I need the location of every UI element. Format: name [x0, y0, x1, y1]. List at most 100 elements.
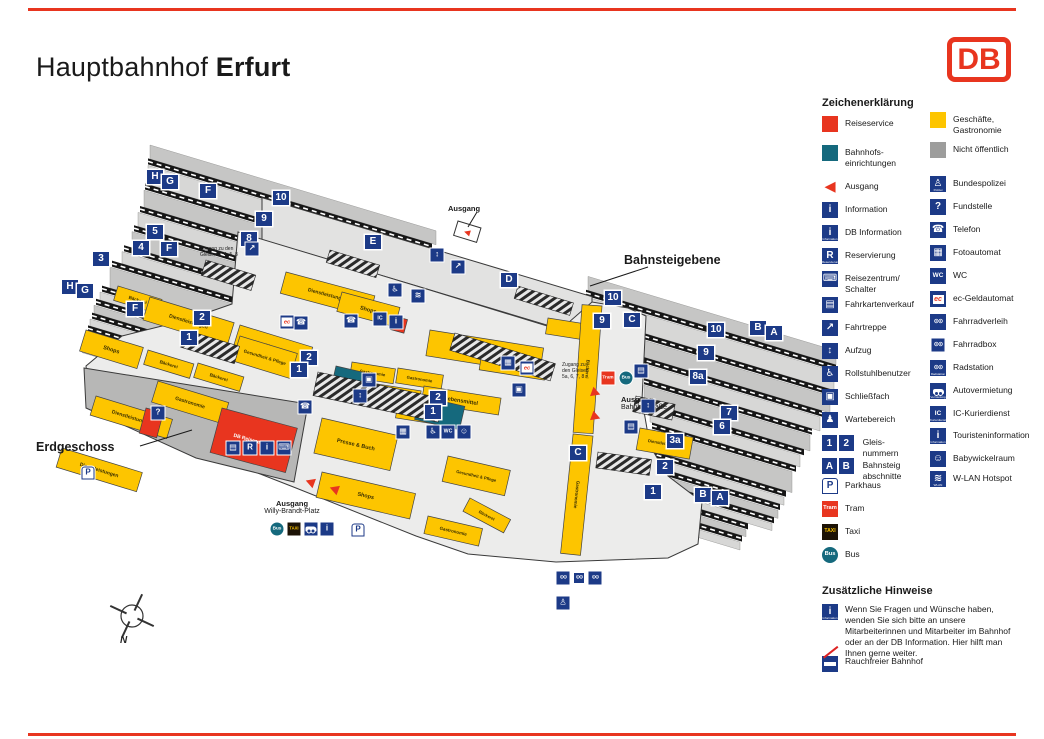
nicht-oeffentlich-icon	[930, 142, 946, 158]
building-b-ckerei	[462, 497, 512, 534]
platform-badge-10: 10	[273, 191, 289, 205]
platform-badge-4: 4	[133, 241, 149, 255]
legend-item-babywickelraum: ☺ Babywickelraum	[930, 451, 1044, 467]
platform-badge-1: 1	[645, 485, 661, 499]
platform-badge-E: E	[365, 235, 381, 249]
platform-badge-F: F	[200, 184, 216, 198]
stairs-hatch	[325, 249, 381, 279]
platform-badge-1: 1	[425, 405, 441, 419]
platform-badge-F: F	[127, 302, 143, 316]
platform-badge-3: 3	[93, 252, 109, 266]
legend-label-fahrkartenverkauf: Fahrkartenverkauf	[845, 299, 914, 309]
building-gesundheit-pflege	[441, 455, 511, 497]
autovermietung-icon	[304, 522, 318, 536]
platform-badge-C: C	[624, 313, 640, 327]
track-dashes	[637, 478, 775, 521]
information-icon: i	[389, 315, 403, 329]
information-icon: i	[260, 441, 274, 455]
platform-badge-C: C	[570, 446, 586, 460]
legend-label-geschaefte-gastronomie: Geschäfte, Gastronomie	[953, 114, 1002, 135]
legend-label-babywickelraum: Babywickelraum	[953, 453, 1015, 463]
title-bold: Erfurt	[215, 52, 291, 82]
legend-label-ic-kurierdienst: IC-Kurierdienst	[953, 408, 1010, 418]
stairs-hatch	[595, 451, 652, 476]
reservierung-icon: R	[243, 441, 257, 455]
platform-badge-8a: 8a	[690, 370, 706, 384]
building-presse-buch	[313, 417, 399, 472]
wlan-hotspot-icon: ≋	[411, 289, 425, 303]
legend-item-fahrkartenverkauf: ▤Fahrkartenverkauf	[822, 297, 929, 313]
bus-icon: Bus	[270, 522, 284, 536]
legend-label-reiseservice: Reiseservice	[845, 118, 894, 128]
legend-label-information: Information	[845, 204, 888, 214]
legend-label-taxi: Taxi	[845, 526, 861, 536]
leader-line	[139, 429, 193, 447]
fahrtreppe-icon: ↗	[451, 260, 465, 274]
legend-label-reservierung: Reservierung	[845, 250, 896, 260]
legend-item-ausgang: ◀Ausgang	[822, 179, 929, 195]
fahrkartenverkauf-icon: ▤	[634, 364, 648, 378]
legend-item-schliessfach: ▣Schließfach	[822, 389, 929, 405]
legend-item-bahnhofseinrichtungen: Bahnhofs- einrichtungen	[822, 145, 929, 168]
schliessfach-icon: ▣	[822, 389, 838, 405]
legend-item-reisezentrum-schalter: ⌨Reisezentrum/ Schalter	[822, 271, 929, 294]
note-text-db-information-hinweis: Wenn Sie Fragen und Wünsche haben, wende…	[845, 604, 1011, 659]
building-label: Shops	[102, 345, 120, 356]
platform-badge-5: 5	[147, 225, 163, 239]
fahrradbox-icon: ⊙⊙	[930, 337, 946, 353]
platform-badge-F: F	[161, 242, 177, 256]
fotoautomat-icon: ▦	[396, 425, 410, 439]
platform-badge-1: 1	[181, 331, 197, 345]
platform-badge-H: H	[147, 170, 163, 184]
legend-label-wc: WC	[953, 270, 968, 280]
platform-badge-A: A	[766, 326, 782, 340]
platform-badge-B: B	[695, 488, 711, 502]
legend-item-fahrradverleih: ⊙⊙Fahrradverleih	[930, 314, 1044, 330]
babywickelraum-icon: ☺	[930, 451, 946, 467]
exit-arrow-icon: ◀	[463, 227, 472, 238]
building-label: Bäckerei	[159, 359, 178, 369]
track-dashes	[133, 227, 331, 288]
building-label: Shops	[359, 305, 377, 315]
bahnsteigebene-label: Bahnsteigebene	[624, 253, 721, 267]
track-band	[638, 355, 822, 417]
ic-kurierdienst-icon: IC	[373, 312, 387, 326]
fahrtreppe-icon: ↗	[245, 242, 259, 256]
track-dashes	[651, 424, 797, 470]
building-gastronomie	[560, 433, 594, 556]
bus-icon: Bus	[619, 371, 633, 385]
legend-label-fundstelle: Fundstelle	[953, 201, 993, 211]
legend-label-bundespolizei: Bundespolizei	[953, 178, 1006, 188]
track-band	[644, 463, 780, 510]
building-b-ckerei	[193, 362, 245, 392]
parkhaus-icon: P	[822, 478, 838, 494]
title-regular: Hauptbahnhof	[36, 52, 216, 82]
aufzug-icon: ↕	[822, 343, 838, 359]
platform-badge-9: 9	[594, 314, 610, 328]
fahrradverleih-icon: ⊙⊙	[930, 314, 946, 330]
platform-badge-6: 6	[714, 420, 730, 434]
building-label: Dienstleistungen	[648, 438, 683, 449]
rauchfreier-bahnhof-icon	[822, 645, 839, 672]
platform-badge-G: G	[162, 175, 178, 189]
notes-heading: Zusätzliche Hinweise	[822, 585, 933, 597]
parkhaus-icon: P	[351, 523, 365, 537]
ec-geldautomat-icon: ec	[930, 291, 946, 307]
legend-item-rollstuhlbenutzer: ♿Rollstuhlbenutzer	[822, 366, 929, 382]
building-b-ckerei	[143, 349, 195, 379]
platform-badge-2: 2	[430, 391, 446, 405]
legend-item-geschaefte-gastronomie: Geschäfte, Gastronomie	[930, 112, 1044, 135]
